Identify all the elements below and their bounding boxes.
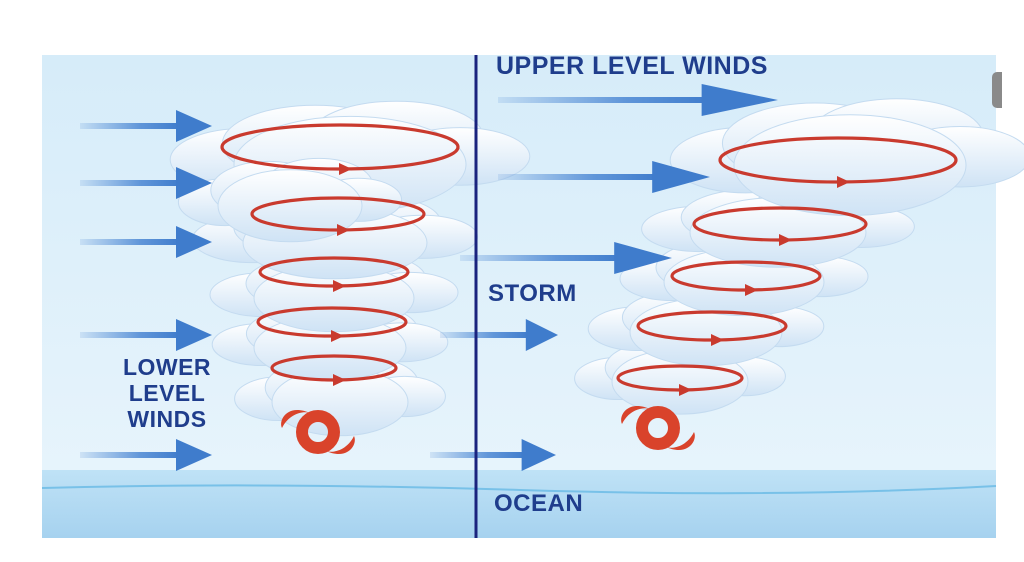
rotation-ring — [670, 260, 822, 296]
rotation-ring — [258, 256, 410, 292]
cloud-icon — [669, 98, 1024, 217]
lower-level-winds-label: LOWER LEVEL WINDS — [122, 354, 212, 432]
left-rotation-rings — [220, 123, 460, 386]
rotation-ring — [250, 196, 426, 236]
rotation-ring — [256, 306, 408, 342]
rotation-ring — [718, 136, 958, 188]
rotation-ring — [220, 123, 460, 175]
hurricane-icon — [281, 409, 355, 455]
right-rotation-rings — [616, 136, 958, 396]
storm-label: STORM — [488, 280, 577, 307]
ocean-wave-line — [41, 484, 997, 495]
cloud-icon — [177, 157, 403, 243]
scroll-tab[interactable] — [992, 72, 1002, 108]
upper-level-winds-label: UPPER LEVEL WINDS — [496, 52, 768, 80]
rotation-ring — [692, 206, 868, 246]
rotation-ring — [636, 310, 788, 346]
hurricane-icon — [621, 405, 695, 451]
rotation-ring — [616, 364, 744, 396]
rotation-ring — [270, 354, 398, 386]
ocean-surface — [42, 470, 996, 538]
ocean-label: OCEAN — [494, 490, 584, 517]
